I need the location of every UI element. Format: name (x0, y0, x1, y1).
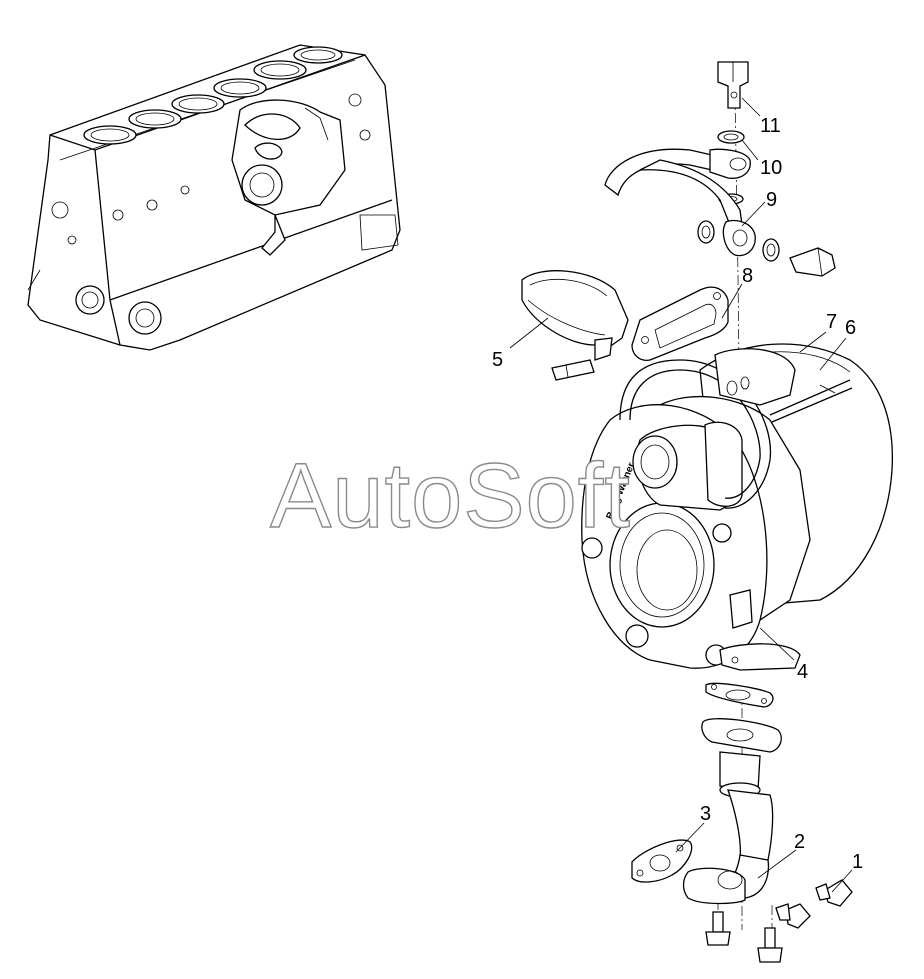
part-9-oil-feed-pipe (604, 148, 836, 277)
part-4-turbocharger: Borg Warner (581, 343, 894, 671)
drain-gasket (705, 682, 774, 708)
part-11-banjo-bolt (717, 61, 749, 109)
engine-block-illustration (27, 44, 401, 351)
callout-labels: 1 2 3 4 5 6 7 8 9 10 11 (492, 115, 863, 873)
callout-leader-lines (509, 97, 853, 893)
callout-6: 6 (845, 317, 856, 339)
callout-9: 9 (766, 189, 777, 211)
part-3-gasket (631, 839, 693, 883)
watermark-text: AutoSoft (270, 445, 631, 547)
callout-11: 11 (760, 115, 781, 137)
callout-10: 10 (760, 157, 782, 179)
callout-2: 2 (794, 831, 805, 853)
part-5-v-band-clamp (521, 270, 629, 381)
part-1-flange-bolts (705, 879, 853, 963)
part-2-oil-drain-pipe (682, 718, 782, 905)
callout-5: 5 (492, 349, 503, 371)
callout-7: 7 (826, 311, 837, 333)
callout-3: 3 (700, 803, 711, 825)
callout-8: 8 (742, 265, 753, 287)
part-8-exhaust-gasket (631, 286, 729, 361)
callout-4: 4 (797, 661, 808, 683)
callout-1: 1 (852, 851, 863, 873)
